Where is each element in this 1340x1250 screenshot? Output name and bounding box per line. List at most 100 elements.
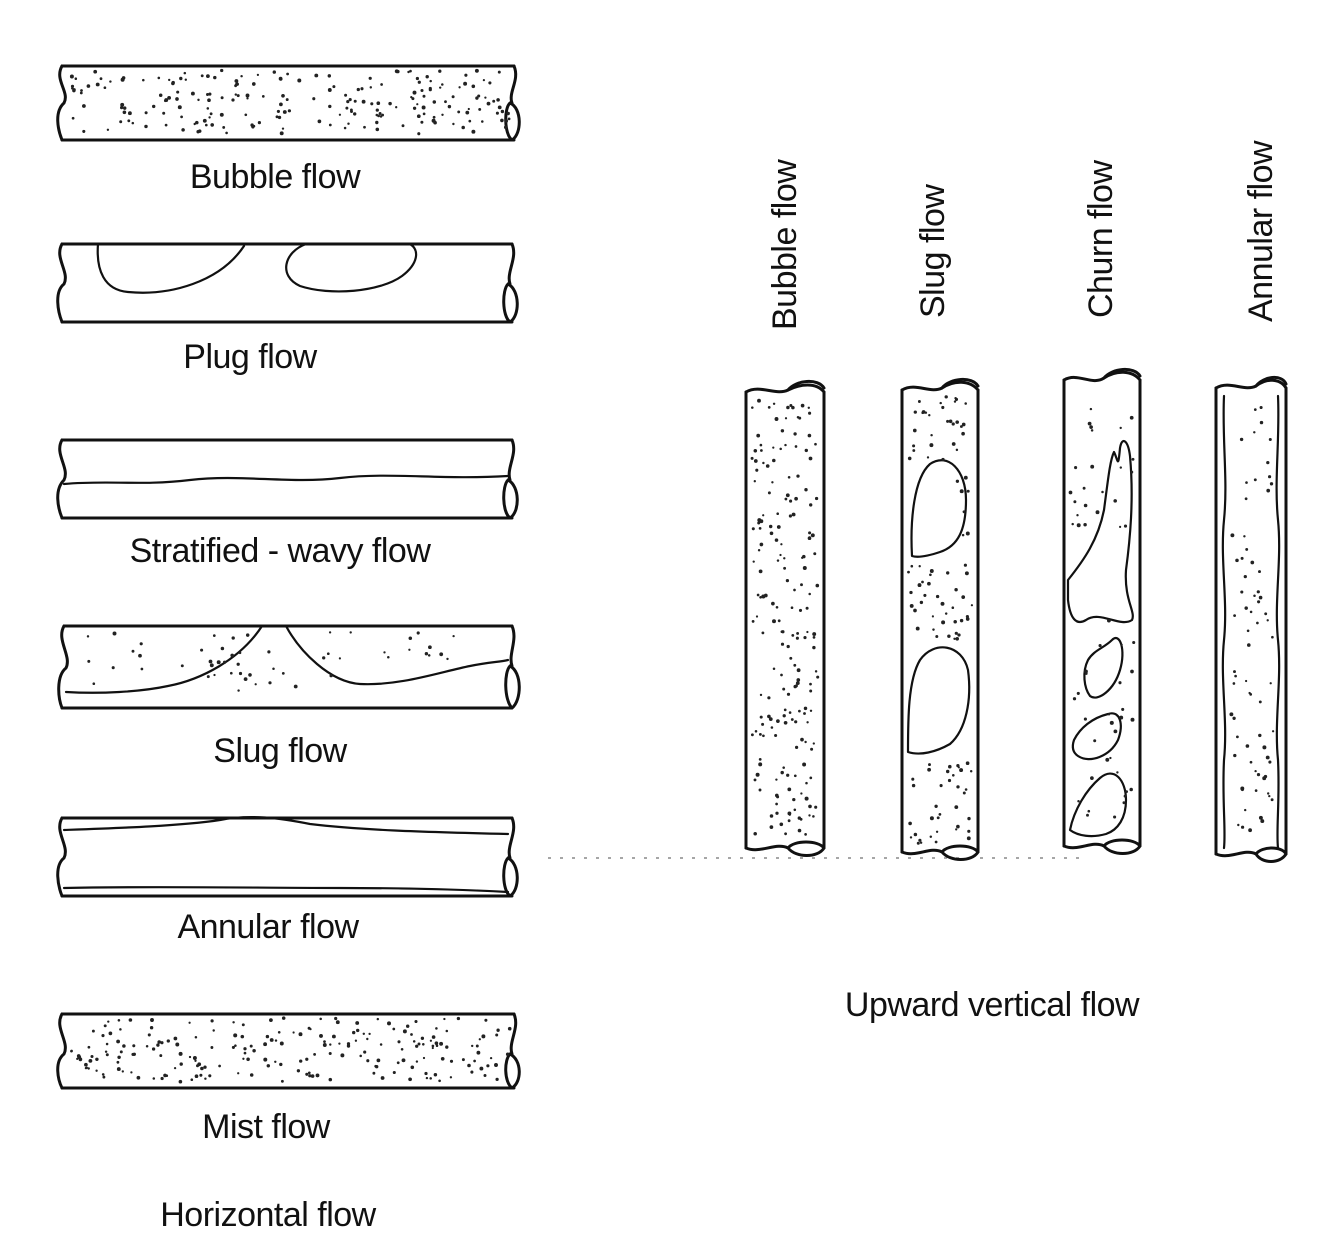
- slug-front-interface: [64, 624, 264, 694]
- stipple-dot: [486, 1064, 490, 1068]
- stipple-dot: [503, 125, 508, 130]
- stipple-dot: [929, 569, 934, 573]
- stipple-dot: [190, 91, 195, 96]
- stipple-dot: [927, 767, 931, 772]
- stipple-dot: [82, 104, 86, 108]
- vertical-annular-dots: [1229, 405, 1275, 833]
- stipple-dot: [467, 1063, 471, 1068]
- stipple-dot: [488, 81, 492, 85]
- stipple-dot: [1125, 790, 1128, 793]
- slug-dots-middle: [200, 648, 333, 692]
- stipple-dot: [377, 114, 380, 118]
- stipple-dot: [345, 106, 349, 110]
- stipple-dot: [758, 788, 762, 792]
- stipple-dot: [787, 475, 791, 479]
- stipple-dot: [70, 1049, 73, 1053]
- stipple-dot: [940, 601, 945, 606]
- stipple-dot: [919, 600, 924, 605]
- horizontal-mist-dots: [70, 1016, 512, 1084]
- stipple-dot: [86, 84, 91, 88]
- stipple-dot: [779, 822, 784, 827]
- stipple-dot: [272, 667, 275, 671]
- stipple-dot: [237, 1072, 240, 1075]
- stipple-dot: [759, 715, 763, 719]
- stipple-dot: [804, 488, 808, 492]
- stipple-dot: [210, 1019, 214, 1023]
- stipple-dot: [772, 458, 776, 463]
- stipple-dot: [1229, 712, 1234, 717]
- stipple-dot: [1253, 594, 1256, 598]
- stipple-dot: [458, 86, 461, 89]
- stipple-dot: [72, 88, 76, 92]
- stipple-dot: [354, 1039, 358, 1042]
- stipple-dot: [951, 422, 955, 426]
- stipple-dot: [807, 433, 812, 438]
- label-horizontal-plug-flow: Plug flow: [183, 338, 317, 376]
- stipple-dot: [348, 98, 352, 102]
- stipple-dot: [1247, 643, 1251, 647]
- stipple-dot: [375, 120, 379, 125]
- stipple-dot: [121, 1070, 124, 1073]
- stipple-dot: [319, 1017, 322, 1021]
- stipple-dot: [1257, 600, 1261, 604]
- stipple-dot: [507, 1026, 512, 1031]
- stipple-dot: [144, 111, 148, 115]
- stipple-dot: [759, 443, 763, 447]
- stipple-dot: [791, 405, 795, 410]
- stipple-dot: [795, 681, 800, 685]
- stipple-dot: [443, 1017, 446, 1021]
- stipple-dot: [918, 838, 922, 842]
- stipple-dot: [438, 69, 442, 73]
- stipple-dot: [944, 395, 948, 399]
- stipple-dot: [810, 747, 814, 751]
- stipple-dot: [438, 1079, 441, 1083]
- stipple-dot: [344, 93, 348, 97]
- stipple-dot: [761, 722, 765, 726]
- stipple-dot: [965, 761, 970, 766]
- stipple-dot: [87, 659, 91, 663]
- stipple-dot: [500, 118, 504, 123]
- stipple-dot: [1244, 808, 1247, 812]
- stipple-dot: [961, 595, 966, 599]
- stipple-dot: [79, 91, 83, 95]
- stipple-dot: [285, 98, 289, 102]
- horizontal-annular-pipe: [56, 815, 519, 898]
- stipple-dot: [809, 689, 813, 693]
- stipple-dot: [162, 111, 166, 115]
- stipple-dot: [387, 656, 390, 659]
- stipple-dot: [794, 745, 799, 750]
- stipple-dot: [468, 119, 472, 123]
- stipple-dot: [1082, 486, 1086, 490]
- stipple-dot: [810, 533, 815, 538]
- stipple-dot: [804, 796, 809, 801]
- stipple-dot: [117, 1055, 121, 1060]
- stipple-dot: [758, 732, 762, 736]
- stipple-dot: [1090, 429, 1094, 432]
- stipple-dot: [926, 456, 930, 459]
- stipple-dot: [804, 448, 808, 453]
- stipple-dot: [274, 1039, 278, 1042]
- stipple-dot: [939, 784, 943, 788]
- stipple-dot: [296, 1069, 301, 1073]
- stipple-dot: [969, 769, 973, 773]
- stipple-dot: [1107, 618, 1111, 623]
- stipple-dot: [497, 70, 501, 74]
- stipple-dot: [388, 101, 392, 106]
- vertical-bubble-dots: [750, 398, 820, 836]
- stipple-dot: [166, 1039, 170, 1043]
- stipple-dot: [777, 619, 781, 623]
- stipple-dot: [812, 636, 816, 639]
- stipple-dot: [762, 514, 765, 517]
- stipple-dot: [380, 83, 383, 86]
- stipple-dot: [941, 405, 945, 410]
- stipple-dot: [349, 631, 352, 634]
- stipple-dot: [329, 1043, 332, 1046]
- stipple-dot: [117, 1019, 121, 1022]
- stipple-dot: [91, 1029, 95, 1033]
- stipple-dot: [366, 1037, 369, 1041]
- stipple-dot: [1083, 522, 1087, 527]
- stipple-dot: [248, 673, 252, 677]
- stipple-dot: [116, 1039, 121, 1044]
- stipple-dot: [800, 583, 803, 587]
- label-vertical-slug-flow: Slug flow: [914, 184, 952, 318]
